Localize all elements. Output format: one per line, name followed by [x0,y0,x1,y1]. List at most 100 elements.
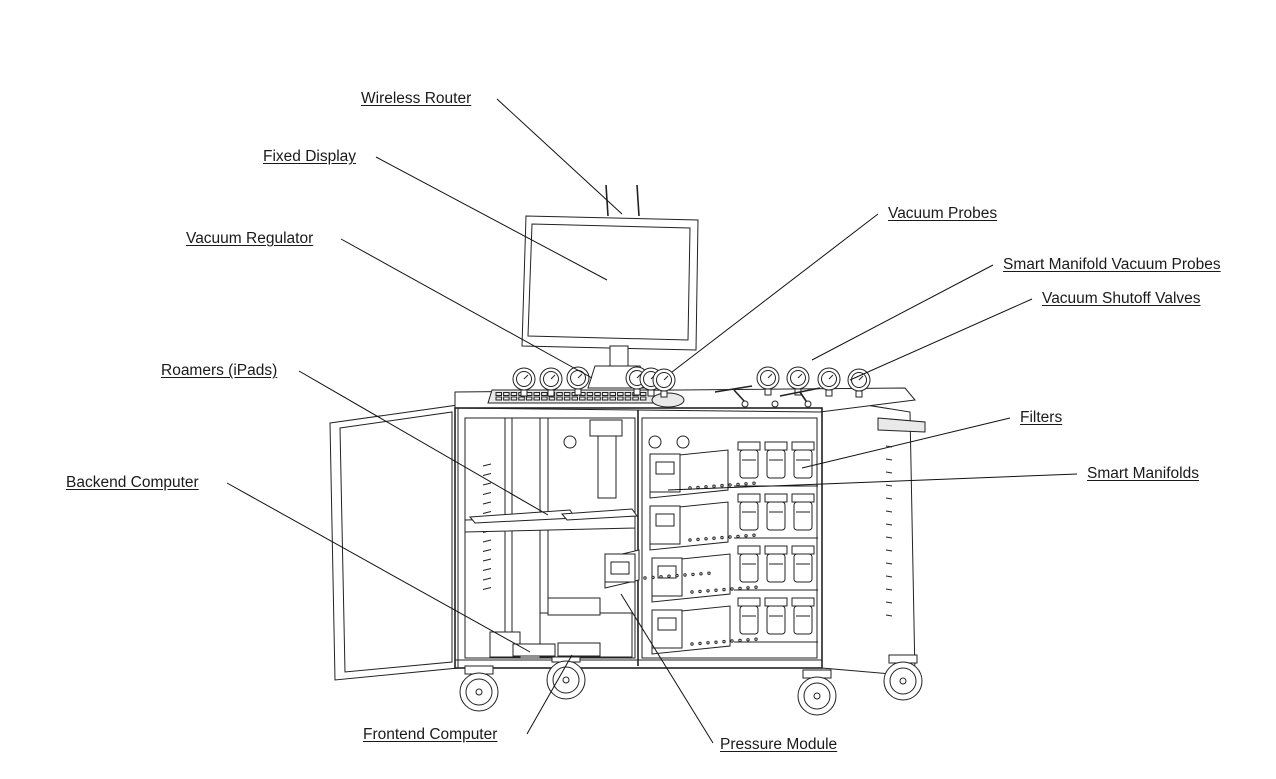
module-port [643,576,647,580]
module-port [698,589,702,594]
module-port [683,573,687,577]
filters-grid [734,441,818,643]
module-display [657,617,677,631]
module-port [704,537,708,541]
door-vent-slot [482,492,492,495]
module-port [722,639,726,644]
door-vent-slot [885,549,893,552]
module-port [698,641,702,646]
keyboard-key [525,396,533,401]
module-port [746,638,750,642]
module-port [651,575,655,580]
module-port [690,590,694,594]
gauge-dial [516,371,532,387]
gauge-needle [550,374,556,380]
keyboard-key [503,392,510,396]
module-display [610,561,630,575]
gauge-dial [656,372,672,388]
door-vent-slot [482,501,492,505]
filter-canister [766,605,786,635]
filter-cap [764,493,788,503]
gauge-needle [577,373,583,379]
gauge-stem [647,389,655,397]
door-vent-slot [885,614,893,617]
filter-canister [793,553,813,583]
door-vent-slot [482,473,492,476]
keyboard-key [639,396,647,401]
module-port [706,641,710,645]
filter-canister [793,501,813,531]
door-vent-slot [885,575,893,578]
filter-cap [791,545,815,555]
keyboard-key [548,396,556,401]
gauge-needle [636,373,642,379]
filter-cap [737,545,761,555]
door-vent-slot [885,588,893,591]
module-port [746,586,750,590]
filter-cap [764,597,788,607]
filter-canister [766,553,786,583]
wheel-rim [465,678,493,706]
door-vent-slot [885,458,893,461]
gauge-dial [851,372,867,388]
keyboard-key [495,392,502,396]
module-port [738,586,742,591]
filter-cap [737,493,761,503]
gauge-dial [790,370,806,386]
label-frontend-computer: Frontend Computer [363,726,498,743]
gauge-stem [633,388,641,396]
gauge-needle [767,373,773,379]
wheel-rim [889,667,917,695]
module-port [659,575,663,579]
module-port [720,535,724,540]
gauge-stem [764,388,772,396]
filter-canister [739,501,759,531]
module-port [730,587,734,591]
gauge-needle [828,374,834,380]
gauge-stem [574,388,582,396]
keyboard-key [563,396,571,401]
filter-cap [737,597,761,607]
casters [459,653,923,716]
filter-cap [791,441,815,451]
right-door [821,397,926,677]
door-vent-slot [482,558,492,562]
module-port [714,588,718,592]
module-front-panel [649,453,681,493]
module-port [696,537,700,542]
door-vent-slot [885,562,893,565]
filter-canister [793,605,813,635]
module-port [754,637,758,641]
keyboard-key [617,392,624,396]
gauge-stem [825,389,833,397]
label-backend-computer: Backend Computer [66,474,199,491]
label-smart-manifolds: Smart Manifolds [1087,465,1199,482]
filter-cap [791,493,815,503]
keyboard-key [586,396,594,401]
module-port [714,640,718,644]
keyboard-key [571,396,578,401]
door-vent-slot [482,511,492,514]
keyboard-key [563,392,571,396]
roamer-ipads [468,508,638,524]
computers [489,597,633,658]
module-port [736,482,740,487]
filter-cap [764,545,788,555]
keyboard-key [510,392,518,396]
keyboard-key [541,392,548,396]
module-port [667,574,671,578]
door-vent-slot [482,568,492,571]
door-vent-slot [885,601,893,604]
module-port [712,484,716,488]
wheel-hub [562,676,570,684]
filter-canister [739,553,759,583]
door-vent-slot [482,482,492,486]
module-port [752,481,756,485]
label-filters: Filters [1020,409,1063,426]
filter-canister [739,449,759,479]
module-display [657,565,677,579]
keyboard-key [594,396,601,401]
keyboard-key [609,396,616,401]
